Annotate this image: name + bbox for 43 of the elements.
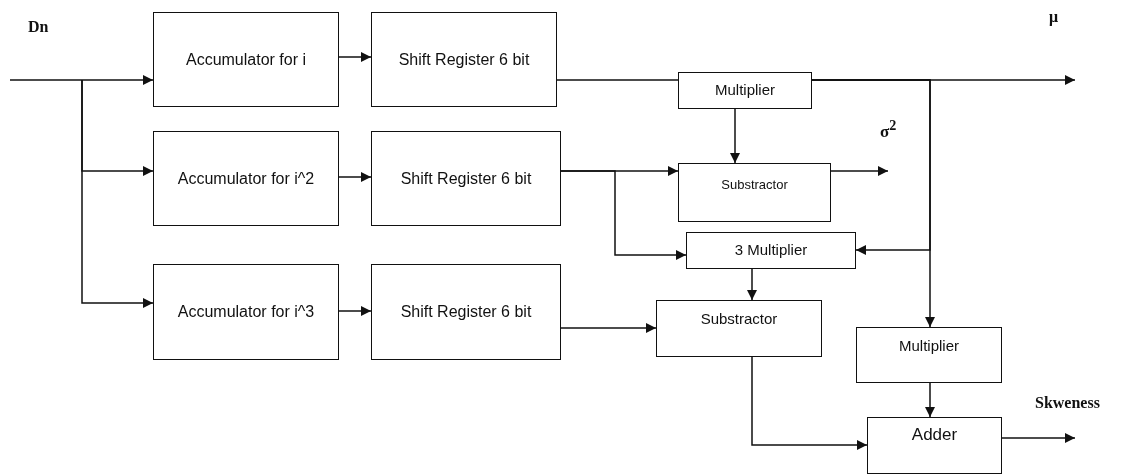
box-label: Accumulator for i^3 (177, 302, 315, 323)
process-box (678, 163, 831, 222)
arrow (730, 108, 740, 164)
box-label: Shift Register 6 bit (398, 49, 530, 70)
box-label: Shift Register 6 bit (400, 168, 532, 189)
box-label: Adder (911, 424, 958, 446)
box-label: Shift Register 6 bit (400, 302, 532, 323)
box-label: Accumulator for i (185, 49, 306, 70)
process-box (153, 264, 339, 360)
arrow (560, 323, 657, 333)
box-label: Multiplier (899, 336, 959, 356)
process-box (678, 72, 812, 109)
process-box (686, 232, 856, 269)
arrow (338, 172, 372, 182)
process-box (371, 12, 557, 107)
connector-line (556, 79, 679, 81)
process-box (371, 264, 561, 360)
process-box (153, 12, 339, 107)
signal-label: Skweness (1035, 394, 1100, 412)
signal-label: Dn (28, 18, 49, 36)
signal-label: μ (1049, 8, 1059, 26)
signal-label: σ$^{2}$ (880, 117, 897, 142)
arrow (1001, 433, 1076, 443)
arrow (811, 79, 935, 328)
process-box (371, 131, 561, 226)
arrow (747, 268, 757, 301)
arrow (338, 306, 372, 316)
process-box (867, 417, 1002, 474)
process-box (153, 131, 339, 226)
arrow (925, 382, 935, 418)
box-label: 3 Multiplier (734, 240, 808, 261)
process-box (856, 327, 1002, 383)
box-label: Substractor (700, 309, 778, 329)
process-box (656, 300, 822, 357)
arrow (830, 166, 889, 176)
box-label: Substractor (721, 176, 788, 194)
arrow (338, 52, 372, 62)
arrow (751, 356, 868, 450)
box-label: Multiplier (715, 80, 775, 101)
arrow (560, 170, 687, 260)
box-label: Accumulator for i^2 (177, 168, 315, 189)
arrow (9, 75, 154, 85)
arrow (81, 79, 154, 308)
